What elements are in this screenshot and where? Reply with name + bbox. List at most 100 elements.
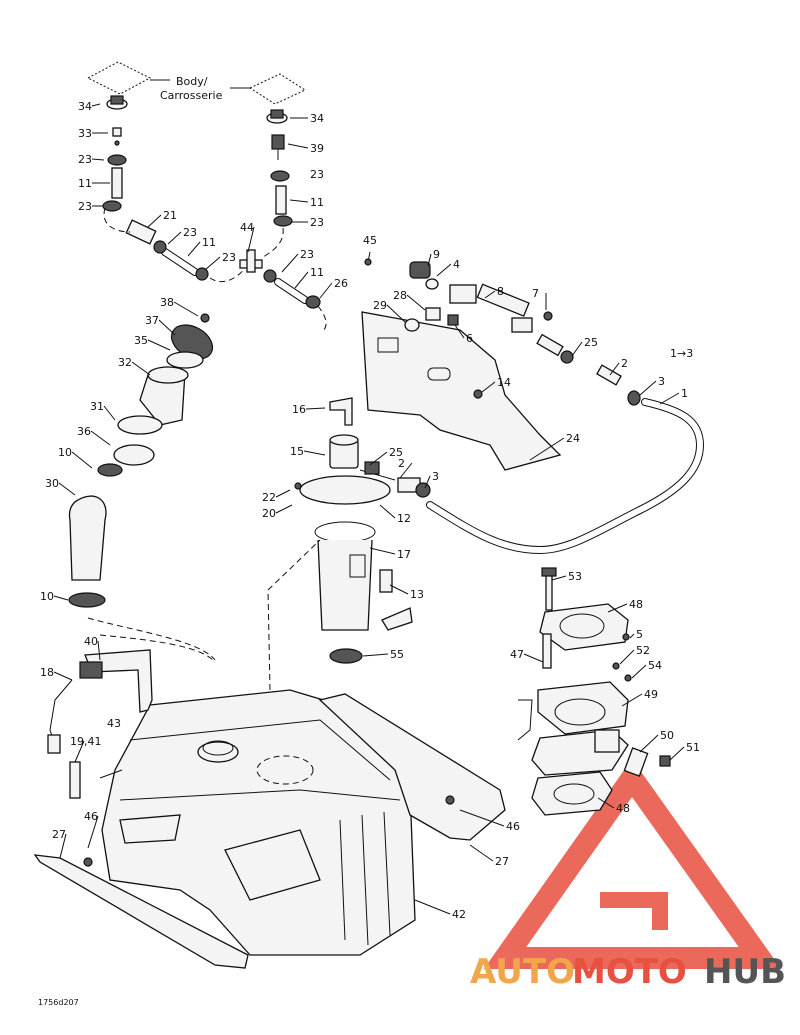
callout-15: 15 bbox=[290, 445, 304, 458]
callout-11: 11 bbox=[202, 236, 216, 249]
callout-leader-line bbox=[91, 158, 105, 161]
callout-45: 45 bbox=[363, 234, 377, 247]
callout-leader-line bbox=[53, 595, 69, 601]
callout-leader-line bbox=[639, 734, 659, 753]
callout-leader-line bbox=[369, 451, 388, 466]
callout-leader-line bbox=[609, 362, 620, 376]
callout-38: 38 bbox=[160, 296, 174, 309]
callout-leader-line bbox=[287, 143, 309, 149]
callout-32: 32 bbox=[118, 356, 132, 369]
callout-leader-line bbox=[424, 475, 431, 489]
callout-1: 1 bbox=[681, 387, 688, 400]
callout-leader-line bbox=[523, 653, 544, 663]
callout-24: 24 bbox=[566, 432, 580, 445]
callout-leader-line bbox=[167, 231, 182, 245]
callout-leader-line bbox=[631, 664, 647, 679]
callout-27: 27 bbox=[52, 828, 66, 841]
callout-27: 27 bbox=[495, 855, 509, 868]
callout-8: 8 bbox=[497, 285, 504, 298]
callout-4: 4 bbox=[453, 258, 460, 271]
callout-leader-line bbox=[639, 380, 657, 396]
callout-47: 47 bbox=[510, 648, 524, 661]
callout-28: 28 bbox=[393, 289, 407, 302]
callout-leader-line bbox=[369, 547, 396, 555]
callout-leader-line bbox=[459, 809, 505, 827]
callout-50: 50 bbox=[660, 729, 674, 742]
callout-leader-line bbox=[621, 693, 643, 707]
callout-11: 11 bbox=[310, 266, 324, 279]
callout-leader-line bbox=[147, 214, 162, 228]
callout-54: 54 bbox=[648, 659, 662, 672]
callout-leader-line bbox=[58, 482, 76, 496]
callout-leader-line bbox=[158, 319, 176, 336]
callout-1-3: 1→3 bbox=[670, 347, 693, 360]
callout-9: 9 bbox=[433, 248, 440, 261]
callout-leader-line bbox=[87, 815, 99, 849]
callout-11: 11 bbox=[310, 196, 324, 209]
callout-leader-line bbox=[97, 640, 101, 661]
callout-2: 2 bbox=[398, 457, 405, 470]
callout-leader-line bbox=[551, 575, 567, 581]
callout-49: 49 bbox=[644, 688, 658, 701]
callout-11: 11 bbox=[78, 177, 92, 190]
callout-leader-line bbox=[629, 633, 635, 639]
callout-leader-line bbox=[414, 899, 451, 915]
callout-6: 6 bbox=[466, 332, 473, 345]
callout-23: 23 bbox=[183, 226, 197, 239]
callout-leader-line bbox=[607, 603, 628, 613]
callout-18: 18 bbox=[40, 666, 54, 679]
callout-leader-line bbox=[103, 405, 116, 421]
callout-leader-line bbox=[187, 241, 201, 257]
callout-leader-line bbox=[454, 324, 465, 339]
callout-leader-line bbox=[529, 437, 565, 461]
callout-leader-line bbox=[147, 339, 171, 351]
callout-13: 13 bbox=[410, 588, 424, 601]
callout-46: 46 bbox=[84, 810, 98, 823]
callout-leader-line bbox=[619, 649, 635, 665]
callout-29: 29 bbox=[373, 299, 387, 312]
callout-21: 21 bbox=[163, 209, 177, 222]
callout-23: 23 bbox=[78, 200, 92, 213]
callout-22: 22 bbox=[262, 491, 276, 504]
callout-leader-line bbox=[91, 103, 101, 107]
fuel-outlet-flange-assembly bbox=[517, 567, 671, 816]
callout-33: 33 bbox=[78, 127, 92, 140]
callout-leader-line bbox=[406, 294, 426, 311]
callout-leader-line bbox=[289, 199, 309, 203]
callout-leader-line bbox=[319, 282, 333, 299]
callout-19-41: 19,41 bbox=[70, 735, 102, 748]
callout-23: 23 bbox=[78, 153, 92, 166]
callout-34: 34 bbox=[78, 100, 92, 113]
callout-leader-line bbox=[362, 653, 389, 657]
callout-44: 44 bbox=[240, 221, 254, 234]
watermark-text-auto: AUTO bbox=[470, 952, 575, 992]
callout-labels: 3433231123212311234423112634392311234594… bbox=[40, 100, 700, 921]
callout-23: 23 bbox=[300, 248, 314, 261]
tank-strap-assembly bbox=[47, 634, 216, 799]
callout-leader-line bbox=[53, 671, 73, 681]
callout-51: 51 bbox=[686, 741, 700, 754]
fuel-filler-assembly bbox=[68, 313, 216, 661]
callout-10: 10 bbox=[58, 446, 72, 459]
fuel-filter-assembly bbox=[361, 251, 641, 471]
callout-leader-line bbox=[427, 253, 432, 267]
callout-leader-line bbox=[571, 341, 583, 357]
callout-leader-line bbox=[399, 462, 413, 479]
callout-leader-line bbox=[303, 450, 326, 456]
callout-leader-line bbox=[484, 290, 496, 299]
watermark-text-hub: HUB bbox=[704, 952, 786, 992]
callout-16: 16 bbox=[292, 403, 306, 416]
callout-53: 53 bbox=[568, 570, 582, 583]
callout-5: 5 bbox=[636, 628, 643, 641]
automotohub-watermark-logo bbox=[483, 758, 782, 969]
callout-48: 48 bbox=[629, 598, 643, 611]
callout-23: 23 bbox=[222, 251, 236, 264]
callout-52: 52 bbox=[636, 644, 650, 657]
callout-10: 10 bbox=[40, 590, 54, 603]
callout-leader-line bbox=[659, 392, 680, 405]
callout-leader-line bbox=[469, 844, 494, 862]
callout-25: 25 bbox=[389, 446, 403, 459]
callout-leader-line bbox=[74, 740, 85, 763]
callout-leader-line bbox=[597, 797, 615, 809]
